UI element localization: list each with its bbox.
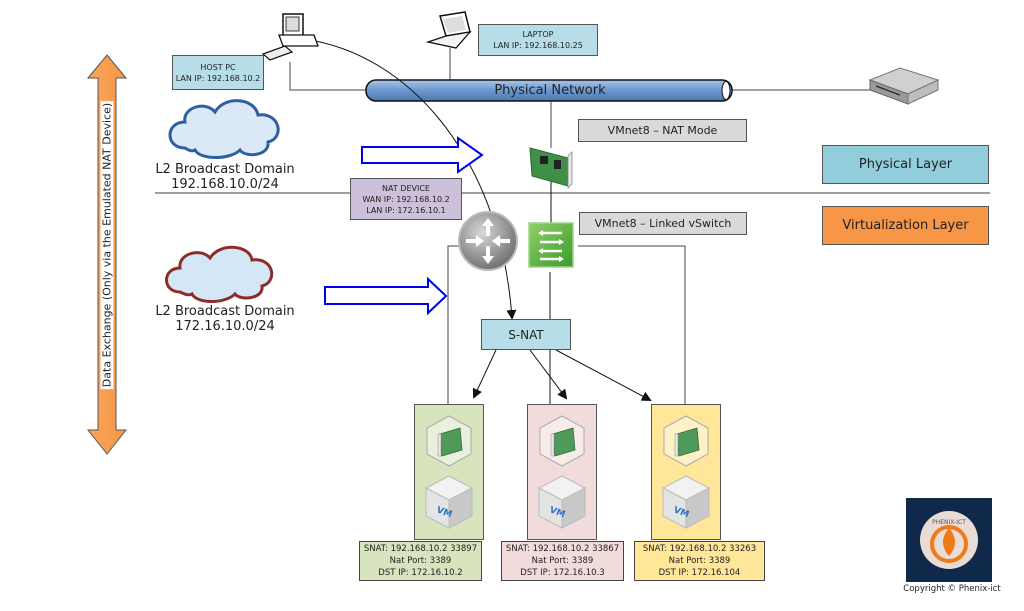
vm-icon: VM <box>537 475 587 529</box>
nat-port: Nat Port: 3389 <box>531 556 594 566</box>
vmnet8-nat-mode-label: VMnet8 – NAT Mode <box>578 119 747 142</box>
logo-text: PHENIX-ICT <box>932 519 966 526</box>
switch-vm3-link <box>578 245 686 404</box>
physical-network-label: Physical Network <box>494 83 606 98</box>
phenix-ict-logo: PHENIX-ICT <box>906 498 992 582</box>
snat-entry: SNAT: 192.168.10.2 33867 <box>505 544 620 554</box>
dst-ip: DST IP: 172.16.10.2 <box>378 568 463 578</box>
vmnet8-vswitch-label: VMnet8 – Linked vSwitch <box>579 212 747 235</box>
physical-domain-subnet: 192.168.10.0/24 <box>171 177 279 192</box>
nat-device-label: NAT DEVICE WAN IP: 192.168.10.2 LAN IP: … <box>350 178 462 220</box>
nic-card-icon <box>529 147 573 189</box>
vm-nat-info-3: SNAT: 192.168.10.2 33263 Nat Port: 3389 … <box>634 541 765 581</box>
snat-entry: SNAT: 192.168.10.2 33897 <box>363 544 478 554</box>
virtual-domain-cloud <box>165 245 274 303</box>
vm-icon: VM <box>661 475 711 529</box>
nat-port: Nat Port: 3389 <box>668 556 731 566</box>
server-icon <box>868 67 940 105</box>
vm-container-1: VM <box>414 404 484 540</box>
host-pc-name: HOST PC <box>200 62 236 72</box>
host-pc-link <box>289 62 372 91</box>
nat-device-wan: WAN IP: 192.168.10.2 <box>362 194 450 204</box>
physical-layer-label: Physical Layer <box>822 145 989 184</box>
laptop-ip: LAN IP: 192.168.10.25 <box>493 41 583 50</box>
laptop-icon <box>425 11 472 49</box>
vm-nat-info-1: SNAT: 192.168.10.2 33897 Nat Port: 3389 … <box>359 541 482 581</box>
virtual-domain-arrow <box>324 276 448 316</box>
vm-container-3: VM <box>651 404 721 540</box>
data-exchange-label: Data Exchange (Only via the Emulated NAT… <box>100 100 114 390</box>
virtual-domain-label: L2 Broadcast Domain 172.16.10.0/24 <box>150 304 300 334</box>
vm-nat-info-2: SNAT: 192.168.10.2 33867 Nat Port: 3389 … <box>501 541 624 581</box>
virtual-domain-name: L2 Broadcast Domain <box>155 304 295 319</box>
snat-box: S-NAT <box>481 319 571 350</box>
host-pc-ip: LAN IP: 192.168.10.2 <box>175 73 261 83</box>
nat-port: Nat Port: 3389 <box>389 556 452 566</box>
phoenix-icon: PHENIX-ICT <box>920 511 978 569</box>
dst-ip: DST IP: 172.16.104 <box>658 568 741 578</box>
vswitch-icon <box>528 222 574 268</box>
laptop-label: LAPTOP LAN IP: 192.168.10.25 <box>478 24 598 56</box>
physical-domain-arrow <box>361 136 484 174</box>
snat-vm3-arrow <box>555 349 652 401</box>
copyright-text: Copyright © Phenix-ict <box>903 584 1001 594</box>
virtual-nic-icon <box>426 415 472 467</box>
snat-vm2-arrow <box>529 349 568 400</box>
snat-entry: SNAT: 192.168.10.2 33263 <box>642 544 757 554</box>
virtualization-layer-label: Virtualization Layer <box>822 206 989 245</box>
laptop-name: LAPTOP <box>522 30 554 39</box>
host-pc-label: HOST PC LAN IP: 192.168.10.2 <box>172 55 264 90</box>
virtual-domain-subnet: 172.16.10.0/24 <box>175 319 275 334</box>
vm-container-2: VM <box>527 404 597 540</box>
nat-device-name: NAT DEVICE <box>382 183 430 193</box>
router-vm1-link <box>447 245 460 404</box>
dst-ip: DST IP: 172.16.10.3 <box>520 568 605 578</box>
host-pc-icon <box>261 13 319 61</box>
physical-network-pipe <box>365 79 733 102</box>
vm-icon: VM <box>424 475 474 529</box>
router-icon <box>458 211 518 271</box>
physical-domain-label: L2 Broadcast Domain 192.168.10.0/24 <box>150 162 300 192</box>
virtual-nic-icon <box>539 415 585 467</box>
snat-vm1-arrow <box>472 349 497 399</box>
virtual-nic-icon <box>663 415 709 467</box>
nat-device-lan: LAN IP: 172.16.10.1 <box>366 205 446 215</box>
physical-domain-name: L2 Broadcast Domain <box>155 162 295 177</box>
physical-domain-cloud <box>168 99 280 159</box>
